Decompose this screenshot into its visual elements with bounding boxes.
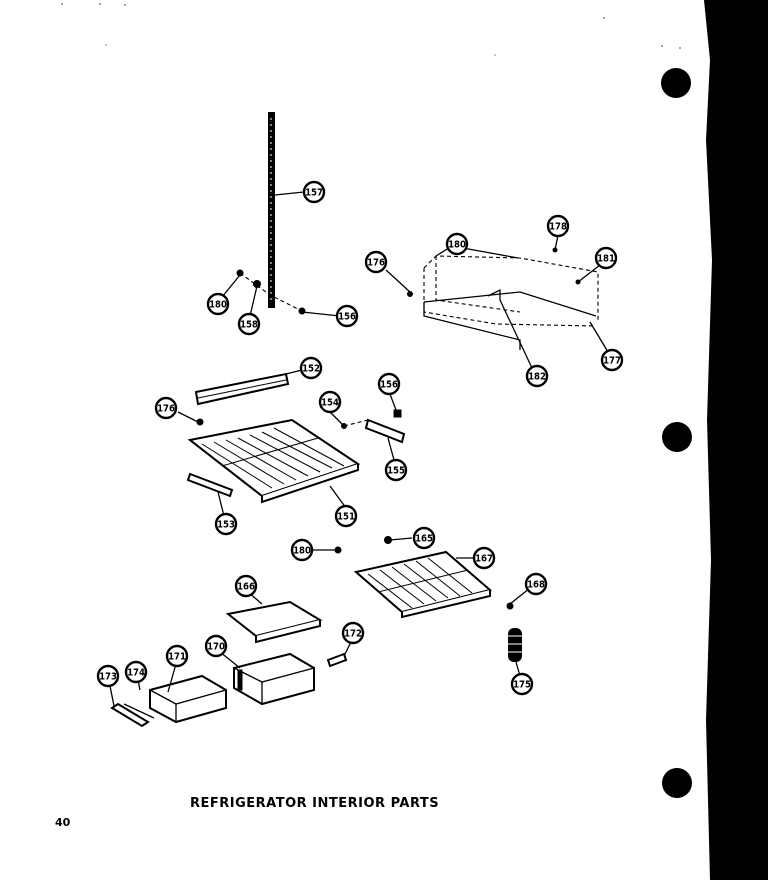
crisper-pan-small bbox=[149, 674, 227, 724]
wire-shelf-lower bbox=[334, 536, 514, 619]
callout-text: 156 bbox=[380, 380, 398, 391]
callout-text: 182 bbox=[528, 372, 546, 383]
callout-158: 158 bbox=[237, 312, 261, 336]
callout-text: 158 bbox=[240, 320, 258, 331]
callout-text: 165 bbox=[415, 534, 433, 545]
callout-170: 170 bbox=[204, 634, 228, 658]
callout-text: 170 bbox=[207, 642, 225, 653]
callout-text: 154 bbox=[321, 398, 339, 409]
callout-text: 176 bbox=[367, 258, 385, 269]
callout-text: 167 bbox=[475, 554, 493, 565]
callout-text: 176 bbox=[157, 404, 175, 415]
callout-text: 171 bbox=[168, 652, 186, 663]
callout-178: 178 bbox=[546, 214, 570, 238]
callout-text: 175 bbox=[513, 680, 531, 691]
callout-174: 174 bbox=[124, 660, 148, 684]
callout-text: 180 bbox=[293, 546, 311, 557]
callout-text: 166 bbox=[237, 582, 255, 593]
callout-180: 180 bbox=[206, 292, 230, 316]
callout-155: 155 bbox=[384, 458, 408, 482]
callout-172: 172 bbox=[341, 621, 365, 645]
callout-text: 153 bbox=[217, 520, 235, 531]
rear-bracket-assembly bbox=[407, 247, 599, 350]
callout-177: 177 bbox=[600, 348, 624, 372]
callout-153: 153 bbox=[214, 512, 238, 536]
callout-165: 165 bbox=[412, 526, 436, 550]
callout-166: 166 bbox=[234, 574, 258, 598]
shelf-side-rail-right bbox=[364, 418, 406, 444]
callout-168: 168 bbox=[524, 572, 548, 596]
callout-text: 177 bbox=[603, 356, 621, 367]
callout-text: 168 bbox=[527, 580, 545, 591]
callout-text: 178 bbox=[549, 222, 567, 233]
callout-180: 180 bbox=[445, 232, 469, 256]
callout-182: 182 bbox=[525, 364, 549, 388]
callout-154: 154 bbox=[318, 390, 342, 414]
callout-171: 171 bbox=[165, 644, 189, 668]
callout-text: 172 bbox=[344, 629, 362, 640]
diagram-caption: REFRIGERATOR INTERIOR PARTS bbox=[190, 796, 440, 811]
callout-text: 181 bbox=[597, 254, 615, 265]
callout-text: 152 bbox=[302, 364, 320, 375]
scan-specks bbox=[61, 3, 681, 56]
callout-176: 176 bbox=[154, 396, 178, 420]
callout-152: 152 bbox=[299, 356, 323, 380]
binding-edge bbox=[704, 0, 768, 880]
callout-text: 155 bbox=[387, 466, 405, 477]
callout-text: 156 bbox=[338, 312, 356, 323]
shelf-front-trim bbox=[194, 372, 290, 406]
callout-181: 181 bbox=[594, 246, 618, 270]
callout-176: 176 bbox=[364, 250, 388, 274]
callout-180: 180 bbox=[290, 538, 314, 562]
binding-hole bbox=[662, 422, 692, 452]
callout-175: 175 bbox=[510, 672, 534, 696]
spring bbox=[508, 628, 522, 662]
callout-151: 151 bbox=[334, 504, 358, 528]
callout-text: 180 bbox=[209, 300, 227, 311]
binding-hole bbox=[662, 768, 692, 798]
shelf-side-rail-left bbox=[186, 472, 234, 498]
callout-173: 173 bbox=[96, 664, 120, 688]
callout-167: 167 bbox=[472, 546, 496, 570]
callout-text: 151 bbox=[337, 512, 355, 523]
callout-text: 157 bbox=[305, 188, 323, 199]
callout-text: 174 bbox=[127, 668, 145, 679]
page-number: 40 bbox=[55, 816, 71, 829]
callout-text: 173 bbox=[99, 672, 117, 683]
shelf-standard bbox=[268, 112, 275, 308]
pan-slide bbox=[326, 652, 348, 668]
crisper-cover bbox=[225, 600, 323, 644]
callout-156: 156 bbox=[335, 304, 359, 328]
callout-156: 156 bbox=[377, 372, 401, 396]
wire-shelf-upper bbox=[187, 418, 361, 504]
callout-157: 157 bbox=[302, 180, 326, 204]
crisper-pan-large bbox=[233, 652, 315, 706]
callout-text: 180 bbox=[448, 240, 466, 251]
binding-hole bbox=[661, 68, 691, 98]
pan-rail-pair bbox=[110, 702, 155, 728]
